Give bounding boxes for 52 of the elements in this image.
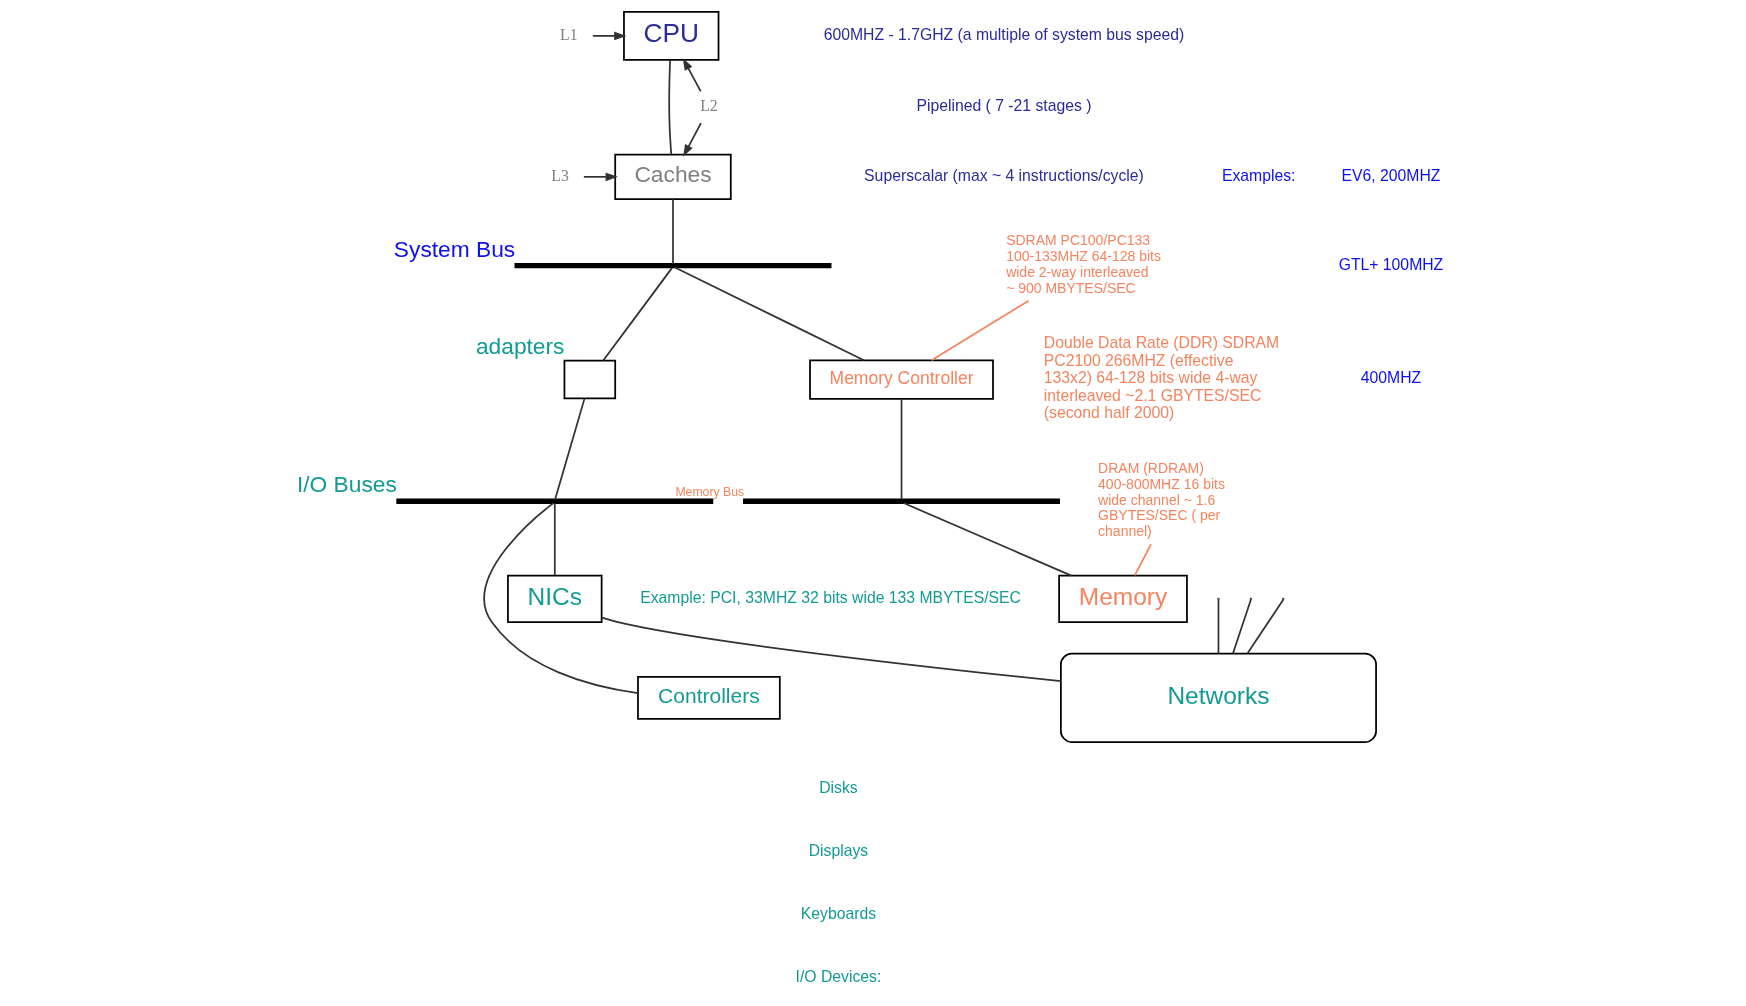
label: Displays [808,842,868,860]
connector [482,502,639,694]
node-text: L1 [559,25,578,43]
node-text: SDRAM PC100/PC133 100-133MHZ 64-128 bits wide 2-way interleaved ~ 900 MBYTES/SEC [1005,232,1161,296]
arrow [682,58,702,93]
node-bar [742,498,1060,504]
label: Pipelined ( 7 -21 stages ) [915,97,1092,115]
node-box: Memory [1057,574,1188,623]
node-box: CPU [622,10,719,61]
connector [667,59,672,156]
node-box: Caches [613,153,732,201]
label: Double Data Rate (DDR) SDRAM PC2100 266MHZ (effective 133x2) 64-128 bits wide 4-way interleaved ~2.1 GBYTES/SEC (second half 2000) [1043,334,1279,422]
label: Keyboards [800,905,876,923]
node-label: I/O Buses [296,471,397,498]
connector [902,502,1072,577]
connector [553,397,585,501]
label: 600MHZ - 1.7GHZ (a multiple of system bus speed) [823,25,1184,43]
connector [900,398,902,501]
connector [671,198,674,265]
label: GTL+ 100MHZ [1338,255,1443,273]
node-text: DRAM (RDRAM) 400-800MHZ 16 bits wide channel ~ 1.6 GBYTES/SEC ( per channel) [1097,460,1225,540]
connector [1217,598,1219,655]
connector [600,616,1062,683]
label: Example: PCI, 33MHZ 32 bits wide 133 MBYTES/SEC [639,588,1021,606]
label: I/O Devices: [795,968,881,986]
connector [673,266,865,362]
node-box: Networks [1059,652,1377,743]
node-label: Memory Bus [674,485,744,500]
node-text: L3 [550,166,569,184]
arrow [582,172,618,182]
node-bar [514,263,831,269]
label: 400MHZ [1360,369,1421,387]
node-label: System Bus [393,235,515,262]
node-text: L2 [699,97,718,115]
connector [1231,598,1252,655]
connector [1133,543,1152,577]
node-box [563,359,616,400]
connector [601,267,673,362]
label: EV6, 200MHZ [1341,166,1440,184]
connector [930,299,1029,362]
connector [1246,598,1284,655]
node-box: NICs [506,574,602,623]
label: Disks [818,779,858,797]
arrow [591,31,626,41]
label: Examples: [1221,166,1296,184]
node-bar [395,498,713,504]
label: Superscalar (max ~ 4 instructions/cycle) [863,166,1144,184]
node-box: Controllers [636,675,781,720]
node-box: Memory Controller [808,359,994,400]
node-label: adapters [475,332,564,359]
arrow [682,122,702,157]
connector [553,502,556,577]
